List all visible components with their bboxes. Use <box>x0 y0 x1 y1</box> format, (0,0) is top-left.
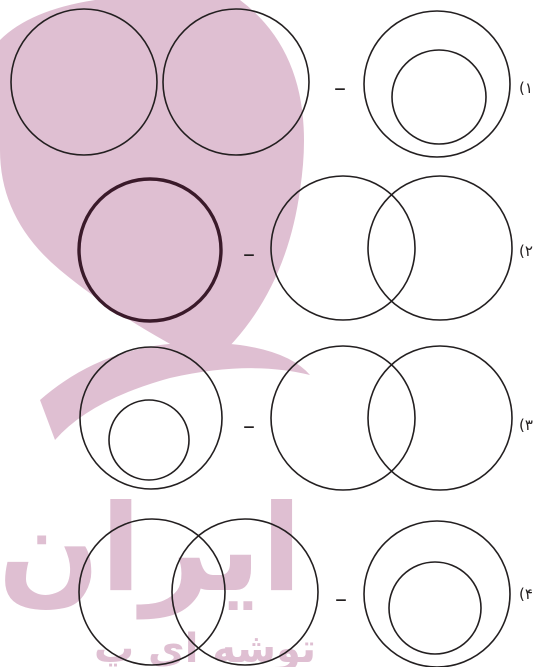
option-1-right-diagram <box>364 11 510 157</box>
outer-set-circle <box>364 11 510 157</box>
option-4-label: (۴ <box>519 585 533 603</box>
set-a-circle <box>271 176 415 320</box>
set-b-circle <box>368 176 512 320</box>
option-1-label: (۱ <box>519 79 533 97</box>
watermark-main-text: ایران <box>0 480 302 619</box>
option-2-minus: – <box>243 240 255 268</box>
option-3-minus: – <box>243 412 255 440</box>
outer-set-circle <box>364 521 510 667</box>
option-3-label: (۳ <box>519 416 533 434</box>
set-a-circle <box>271 346 415 490</box>
option-2-label: (۲ <box>519 242 533 260</box>
option-2-right-diagram <box>271 176 512 320</box>
set-b-circle <box>368 346 512 490</box>
inner-subset-circle <box>389 562 481 654</box>
option-4-minus: – <box>335 585 347 613</box>
inner-subset-circle <box>109 400 189 480</box>
inner-subset-circle <box>392 50 486 144</box>
option-3-right-diagram <box>271 346 512 490</box>
option-4-right-diagram <box>364 521 510 667</box>
option-1-minus: – <box>334 74 346 102</box>
watermark-logo: ایران توشه ای پ <box>0 0 316 667</box>
